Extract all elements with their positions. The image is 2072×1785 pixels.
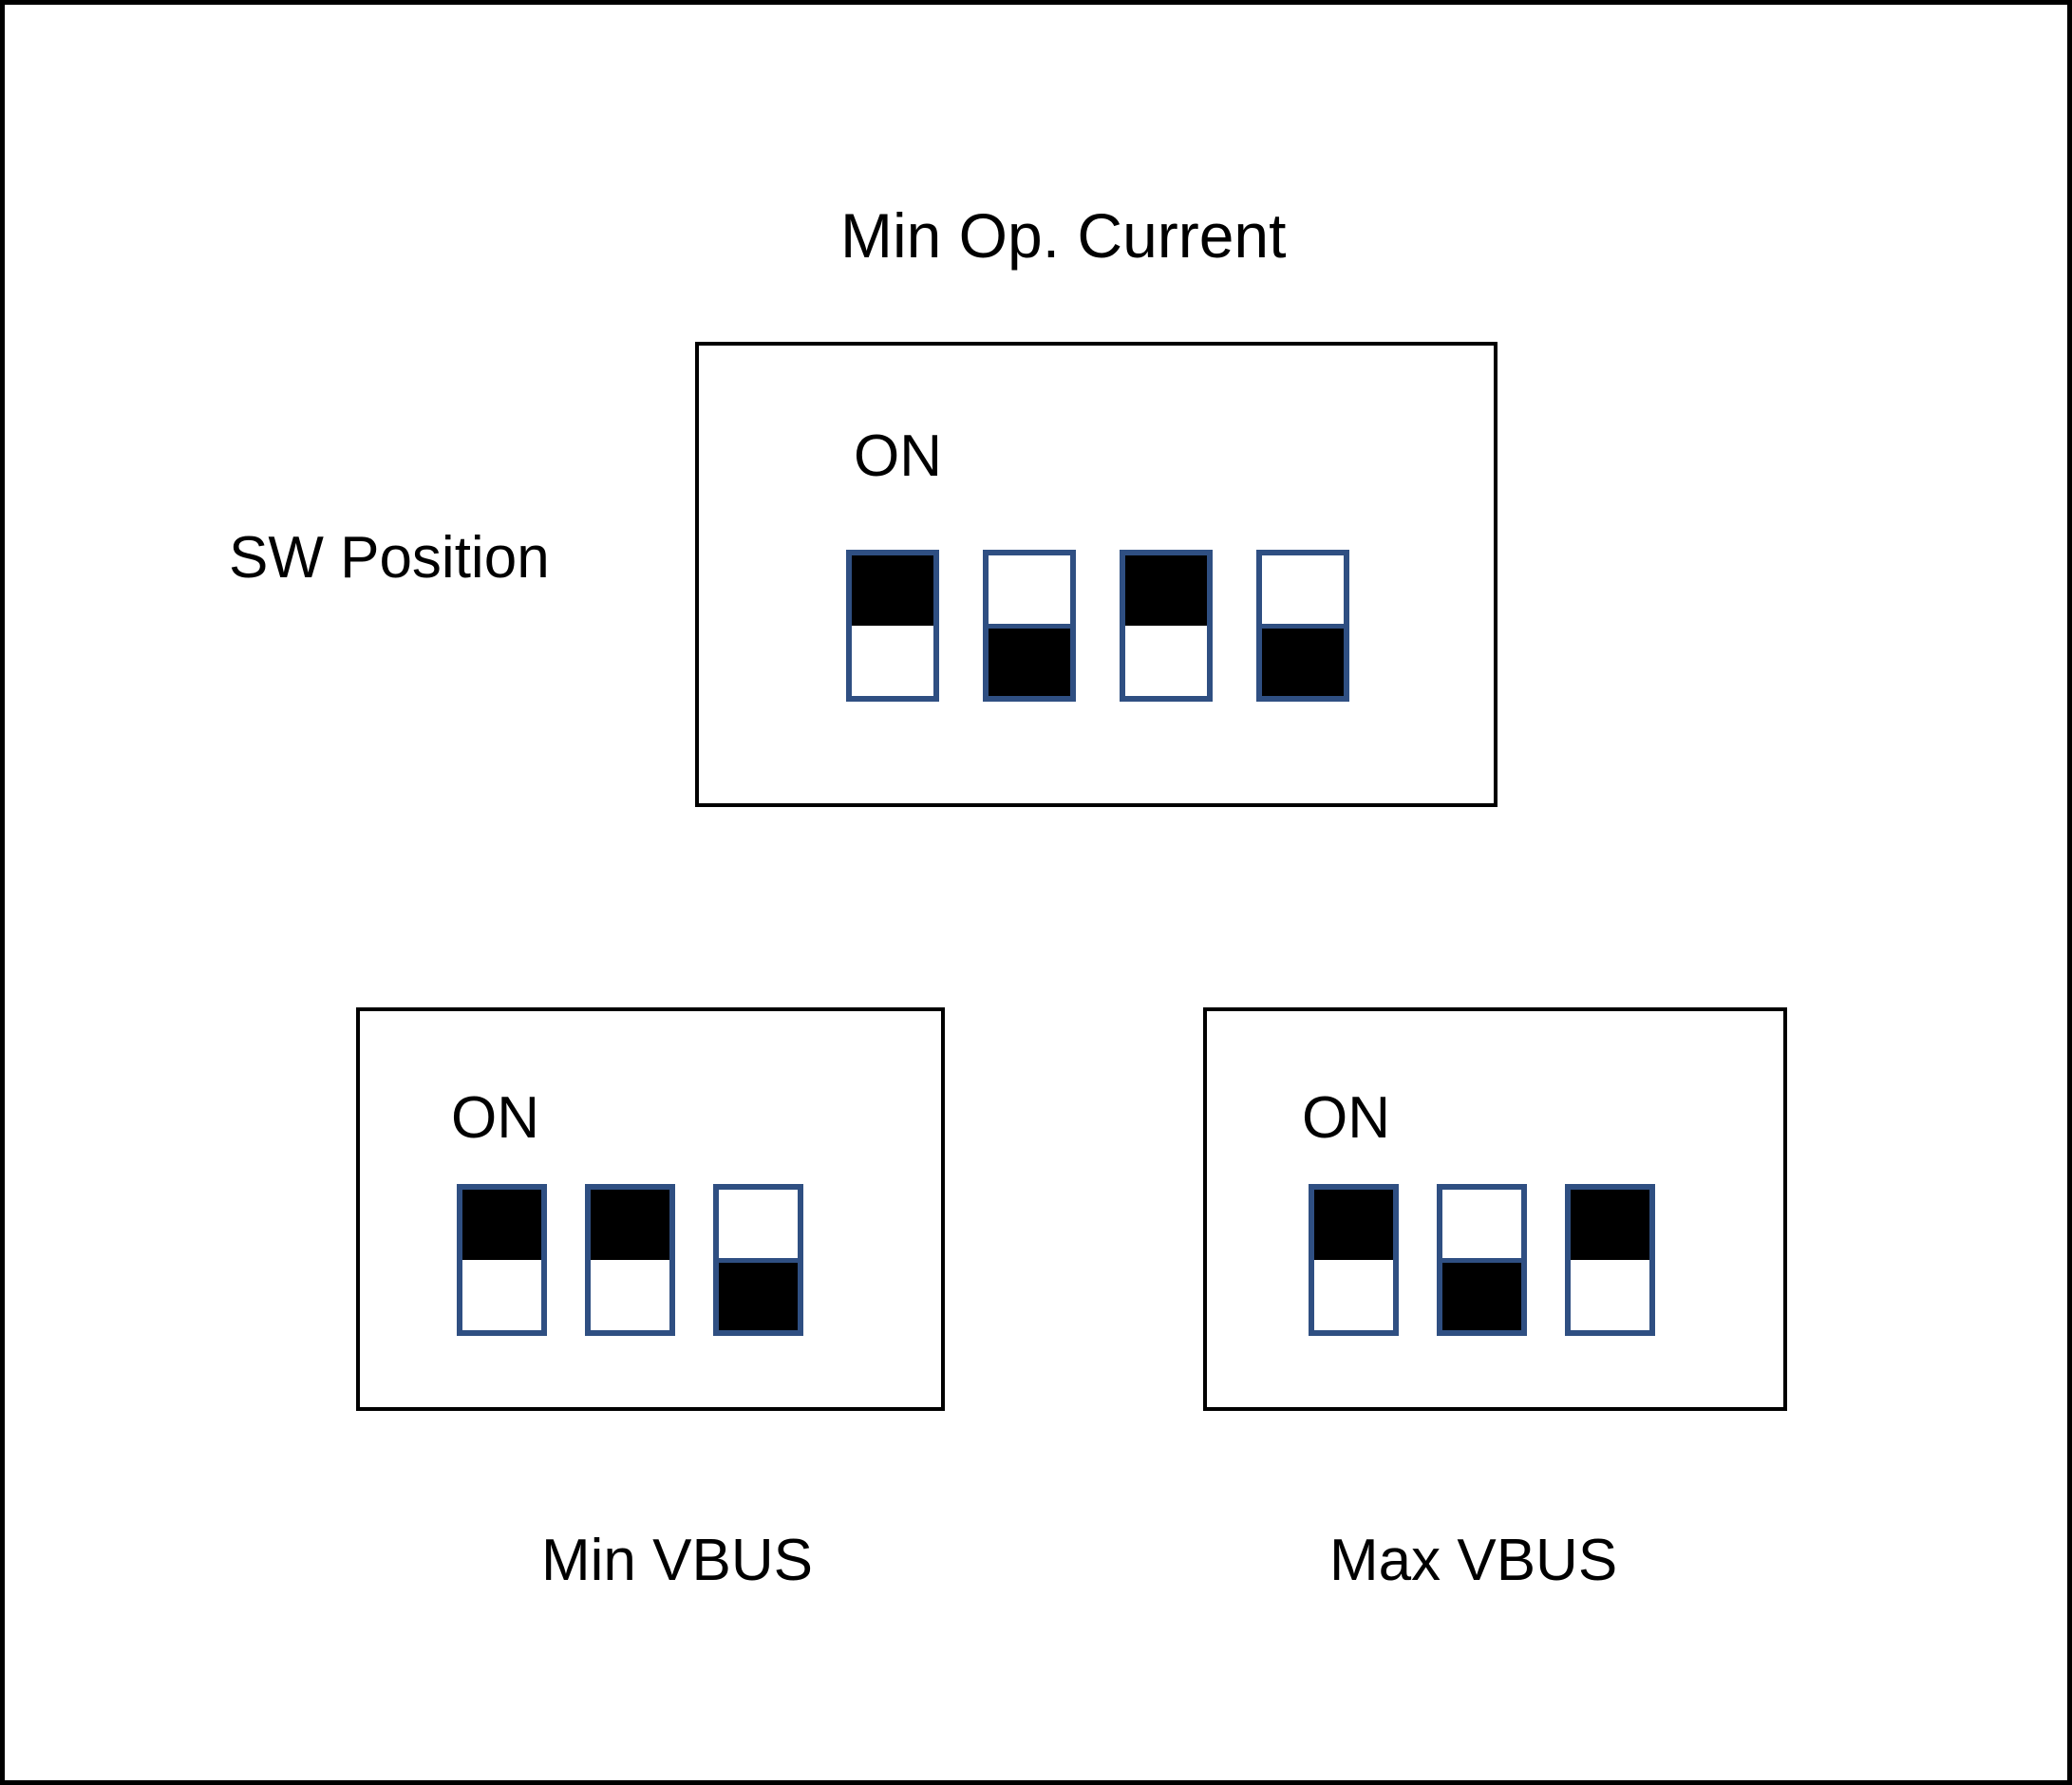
on-label-min-vbus: ON [451, 1085, 539, 1151]
dip-switch-3-bottom [1125, 626, 1207, 696]
dip-switch-3[interactable] [713, 1184, 803, 1336]
dip-switch-1-top [462, 1190, 541, 1260]
dip-switch-2-top [591, 1190, 669, 1260]
switch-group-max-vbus: ON [1203, 1007, 1787, 1411]
dip-switch-2-bottom [989, 628, 1070, 696]
switch-group-min-op-current: ON [695, 342, 1497, 807]
dip-switch-2[interactable] [1437, 1184, 1527, 1336]
dip-switch-2[interactable] [585, 1184, 675, 1336]
dip-switch-row-min-op-current [846, 550, 1349, 702]
dip-switch-3-bottom [719, 1262, 798, 1330]
sw-position-label: SW Position [229, 525, 550, 591]
dip-switch-4[interactable] [1256, 550, 1349, 702]
switch-group-min-vbus: ON [356, 1007, 945, 1411]
on-label-max-vbus: ON [1302, 1085, 1390, 1151]
dip-switch-3-top [1125, 555, 1207, 626]
dip-switch-4-bottom [1262, 628, 1344, 696]
dip-switch-3[interactable] [1120, 550, 1213, 702]
dip-switch-1[interactable] [846, 550, 939, 702]
dip-switch-row-min-vbus [457, 1184, 803, 1336]
dip-switch-1-bottom [462, 1260, 541, 1330]
dip-switch-1[interactable] [1309, 1184, 1399, 1336]
dip-switch-1-top [852, 555, 933, 626]
dip-switch-3[interactable] [1565, 1184, 1655, 1336]
dip-switch-2-bottom [1442, 1262, 1521, 1330]
dip-switch-1-top [1314, 1190, 1393, 1260]
min-op-current-title: Min Op. Current [840, 200, 1287, 271]
dip-switch-2-top [989, 555, 1070, 629]
dip-switch-row-max-vbus [1309, 1184, 1655, 1336]
dip-switch-1[interactable] [457, 1184, 547, 1336]
min-vbus-caption: Min VBUS [541, 1528, 813, 1593]
dip-switch-3-top [719, 1190, 798, 1263]
dip-switch-1-bottom [852, 626, 933, 696]
dip-switch-4-top [1262, 555, 1344, 629]
dip-switch-3-top [1571, 1190, 1649, 1260]
on-label-min-op-current: ON [854, 423, 942, 489]
dip-switch-2-bottom [591, 1260, 669, 1330]
dip-switch-2-top [1442, 1190, 1521, 1263]
dip-switch-3-bottom [1571, 1260, 1649, 1330]
dip-switch-1-bottom [1314, 1260, 1393, 1330]
max-vbus-caption: Max VBUS [1329, 1528, 1618, 1593]
dip-switch-2[interactable] [983, 550, 1076, 702]
